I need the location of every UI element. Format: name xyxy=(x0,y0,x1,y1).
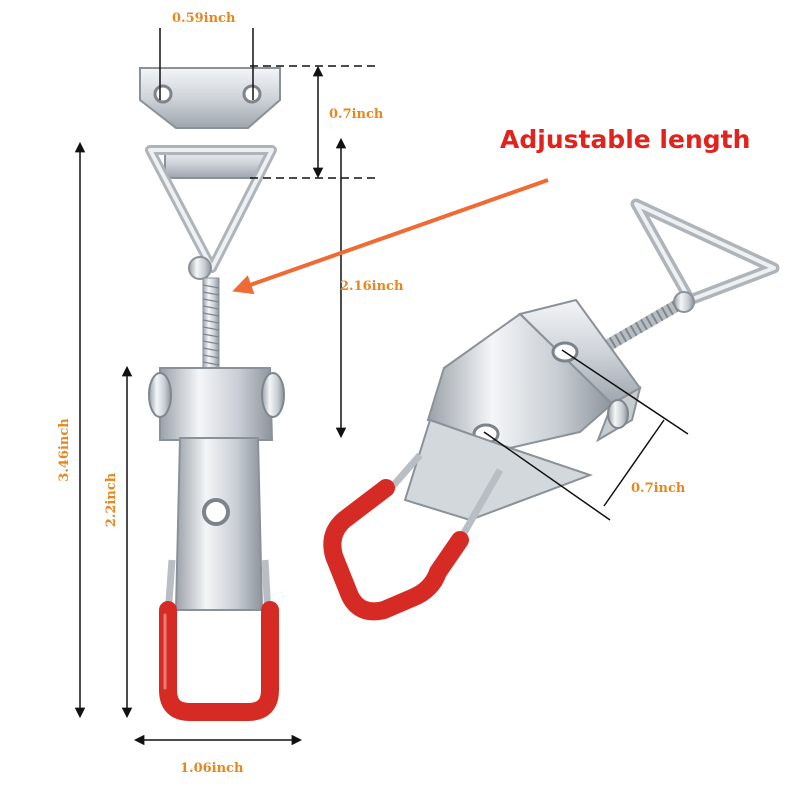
plate-hole-right xyxy=(242,84,262,104)
callout-title: Adjustable length xyxy=(500,125,750,154)
pivot-right xyxy=(261,372,285,418)
pivot-left xyxy=(148,372,172,418)
right-wire-loop xyxy=(630,198,780,306)
right-pivot xyxy=(607,399,629,429)
loop-eye xyxy=(188,256,212,280)
left-latch xyxy=(139,67,285,721)
red-grip-hook xyxy=(159,601,279,721)
dim-plate-height: 0.7inch xyxy=(329,107,384,122)
dim-side-hole-spacing: 0.7inch xyxy=(631,481,686,496)
dim-adjust-length: 2.16inch xyxy=(340,279,404,294)
top-plate xyxy=(139,67,281,129)
right-latch xyxy=(323,198,780,621)
callout-arrow xyxy=(232,178,549,295)
right-red-grip-hook xyxy=(323,479,469,621)
lever-hole xyxy=(202,498,230,526)
dim-width: 1.06inch xyxy=(180,761,244,776)
plate-hole-left xyxy=(153,84,173,104)
upper-bracket xyxy=(159,367,274,441)
dim-hole-spacing-top: 0.59inch xyxy=(172,11,236,26)
dim-total-length: 3.46inch xyxy=(57,418,72,482)
right-hook-wire-right xyxy=(456,468,504,542)
dimension-lines xyxy=(74,28,689,746)
dim-hook-length: 2.2inch xyxy=(104,472,119,527)
right-loop-eye xyxy=(673,291,695,313)
